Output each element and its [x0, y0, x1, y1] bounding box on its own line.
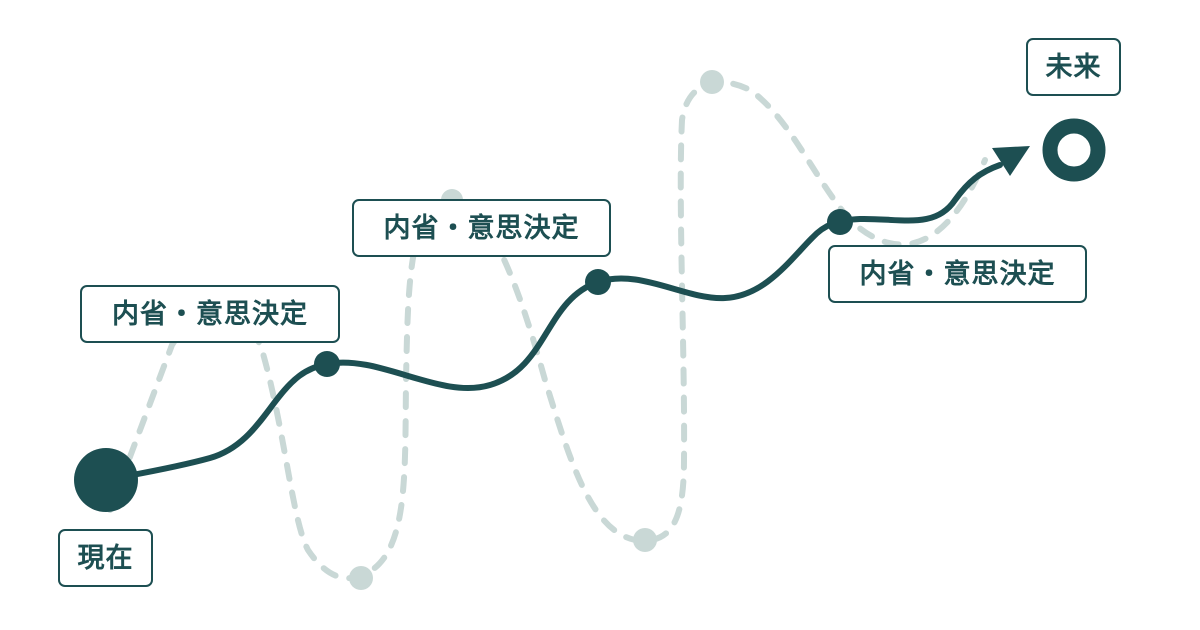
milestone-label-2: 内省・意思決定 [352, 199, 611, 257]
alt-waypoint-dot [349, 566, 373, 590]
milestone-dot-2 [585, 269, 611, 295]
milestone-dot-3 [827, 209, 853, 235]
goal-ring-icon [1042, 118, 1106, 182]
start-label: 現在 [58, 529, 153, 587]
milestone-label-1: 内省・意思決定 [80, 285, 340, 343]
goal-label: 未来 [1026, 38, 1121, 96]
alternative-dashed-path [107, 79, 988, 582]
main-journey-path [102, 162, 1003, 483]
alt-waypoint-dot [633, 528, 657, 552]
arrow-head-icon [992, 146, 1030, 176]
alt-waypoint-dot [700, 70, 724, 94]
start-node [74, 448, 138, 512]
milestone-dot-1 [314, 351, 340, 377]
milestone-label-3: 内省・意思決定 [828, 245, 1087, 303]
